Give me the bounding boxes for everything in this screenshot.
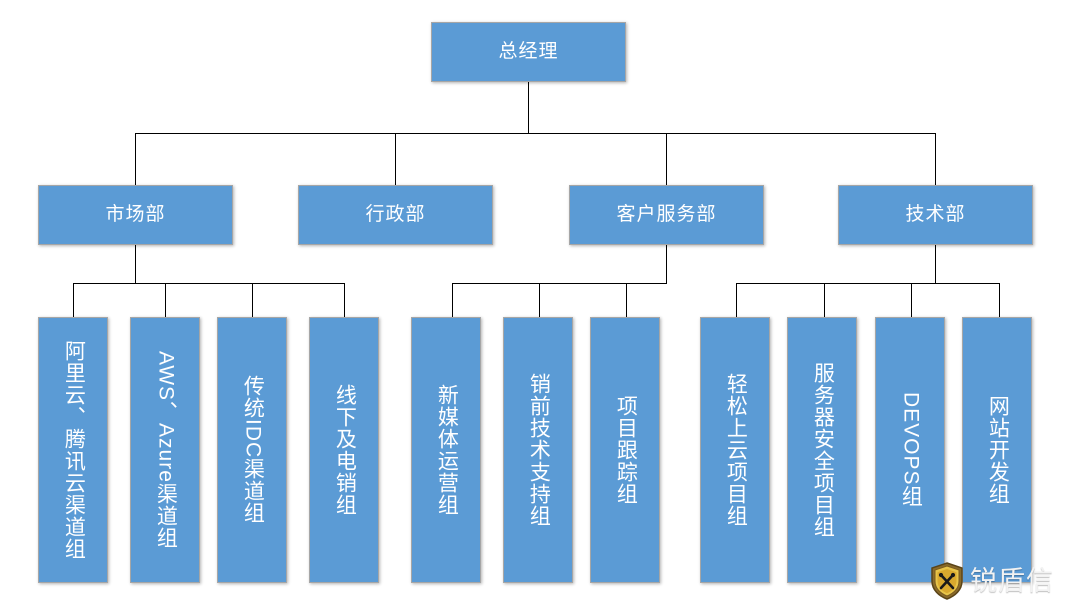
- connector-drop-presales-tech-support: [539, 283, 540, 317]
- connector-stem-marketing: [135, 245, 136, 283]
- node-label: DEVOPS组: [899, 392, 923, 508]
- connector-drop-project-tracking: [626, 283, 627, 317]
- connector-drop-marketing: [135, 133, 136, 185]
- node-team-new-media-operations[interactable]: 新媒体运营组: [411, 317, 481, 583]
- node-label: AWS、Azure渠道组: [154, 351, 178, 549]
- node-label: 阿里云、腾讯云渠道组: [62, 340, 86, 560]
- connector-level1-bus: [135, 133, 935, 134]
- node-label: 总经理: [498, 40, 559, 62]
- node-label: 客户服务部: [616, 203, 717, 225]
- node-dept-administration[interactable]: 行政部: [298, 185, 493, 245]
- node-label: 网站开发组: [986, 395, 1010, 505]
- node-label: 市场部: [105, 203, 166, 225]
- connector-drop-website-development: [999, 283, 1000, 317]
- connector-bus-technology: [736, 283, 1000, 284]
- connector-drop-customer-service: [666, 133, 667, 185]
- node-label: 行政部: [365, 203, 426, 225]
- node-team-presales-tech-support[interactable]: 销前技术支持组: [503, 317, 573, 583]
- node-label: 传统IDC渠道组: [241, 375, 265, 525]
- node-dept-marketing[interactable]: 市场部: [38, 185, 233, 245]
- connector-root-stem: [528, 82, 529, 133]
- node-label: 线下及电销组: [333, 384, 357, 516]
- connector-drop-idc-channel: [252, 283, 253, 317]
- connector-bus-customer-service: [452, 283, 667, 284]
- connector-drop-devops: [911, 283, 912, 317]
- node-label: 轻松上云项目组: [724, 373, 748, 527]
- node-label: 项目跟踪组: [614, 395, 638, 505]
- node-team-aws-azure-channel[interactable]: AWS、Azure渠道组: [130, 317, 200, 583]
- node-team-easy-cloud-migration[interactable]: 轻松上云项目组: [700, 317, 770, 583]
- node-team-devops[interactable]: DEVOPS组: [875, 317, 945, 583]
- node-team-server-security[interactable]: 服务器安全项目组: [787, 317, 857, 583]
- node-team-offline-telesales[interactable]: 线下及电销组: [309, 317, 379, 583]
- connector-stem-customer-service: [666, 245, 667, 283]
- node-team-idc-channel[interactable]: 传统IDC渠道组: [217, 317, 287, 583]
- connector-drop-easy-cloud-migration: [736, 283, 737, 317]
- connector-drop-technology: [935, 133, 936, 185]
- node-dept-customer-service[interactable]: 客户服务部: [569, 185, 764, 245]
- connector-drop-aws-azure-channel: [165, 283, 166, 317]
- node-label: 新媒体运营组: [435, 384, 459, 516]
- node-label: 技术部: [905, 203, 966, 225]
- node-team-website-development[interactable]: 网站开发组: [962, 317, 1032, 583]
- node-label: 服务器安全项目组: [811, 362, 835, 538]
- connector-drop-ali-tencent-channel: [73, 283, 74, 317]
- node-root-general-manager[interactable]: 总经理: [431, 22, 626, 82]
- connector-bus-marketing: [73, 283, 344, 284]
- node-team-ali-tencent-channel[interactable]: 阿里云、腾讯云渠道组: [38, 317, 108, 583]
- connector-drop-offline-telesales: [344, 283, 345, 317]
- node-label: 销前技术支持组: [527, 373, 551, 527]
- connector-drop-server-security: [824, 283, 825, 317]
- connector-stem-technology: [935, 245, 936, 283]
- connector-drop-administration: [395, 133, 396, 185]
- connector-drop-new-media-operations: [452, 283, 453, 317]
- node-dept-technology[interactable]: 技术部: [838, 185, 1033, 245]
- node-team-project-tracking[interactable]: 项目跟踪组: [590, 317, 660, 583]
